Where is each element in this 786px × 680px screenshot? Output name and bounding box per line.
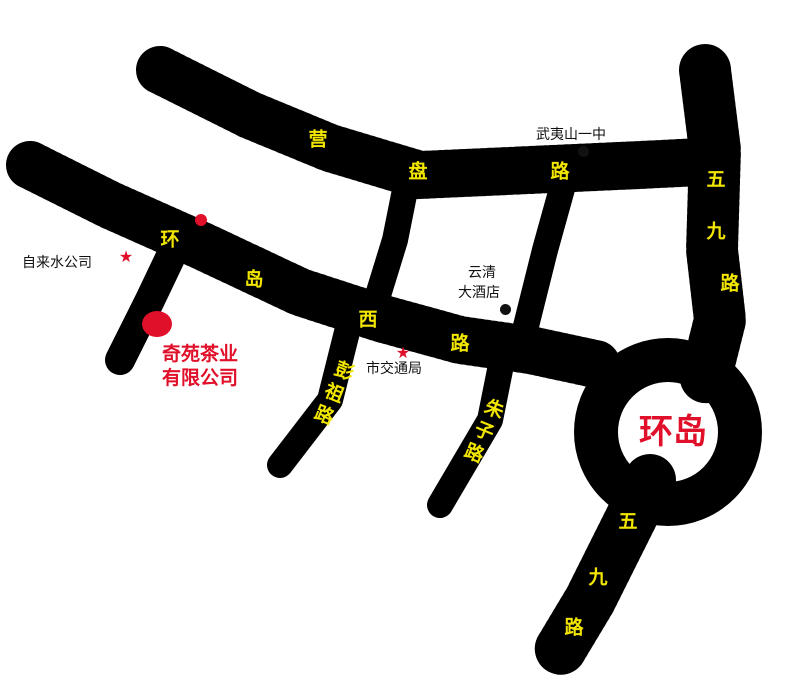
poi-traffic-star-icon: ★ xyxy=(395,343,411,362)
poi-water-label: 自来水公司 xyxy=(22,255,92,271)
poi-tea-company-line1: 奇苑茶业 xyxy=(162,343,239,365)
poi-hotel-label-1: 云清 xyxy=(468,265,496,281)
road-label-wujiu-s-1: 五 xyxy=(618,510,638,533)
road-zhuzi xyxy=(427,332,518,518)
road-label-huandaoxi-2: 岛 xyxy=(244,268,264,291)
poi-hotel-dot xyxy=(500,304,511,315)
roundabout-label: 环岛 xyxy=(639,412,707,452)
poi-tea-company-line2: 有限公司 xyxy=(162,366,239,389)
road-label-yingpan-3: 路 xyxy=(550,160,570,183)
road-label-wujiu-n-2: 九 xyxy=(706,220,726,243)
road-label-wujiu-n-3: 路 xyxy=(720,272,740,295)
road-label-huandaoxi-1: 环 xyxy=(160,228,180,251)
road-label-yingpan-1: 营 xyxy=(308,128,328,151)
poi-water-star-icon: ★ xyxy=(118,247,134,266)
road-pengzu xyxy=(267,307,363,478)
roundabout-ring xyxy=(574,338,762,526)
poi-red-dot xyxy=(195,214,207,226)
poi-tea-company-marker xyxy=(142,311,172,337)
poi-hotel-label-2: 大酒店 xyxy=(458,285,500,301)
road-label-yingpan-2: 盘 xyxy=(408,160,428,183)
road-label-wujiu-n-1: 五 xyxy=(706,168,726,191)
road-label-wujiu-s-3: 路 xyxy=(564,616,584,639)
poi-traffic-label: 市交通局 xyxy=(366,361,422,377)
road-label-wujiu-s-2: 九 xyxy=(588,566,608,589)
road-branch-tea xyxy=(105,243,185,375)
road-connector-west xyxy=(362,162,421,318)
poi-school-dot xyxy=(578,146,589,157)
poi-tea-company-label: 奇苑茶业 有限公司 xyxy=(162,343,238,391)
road-connector-east xyxy=(512,165,578,343)
road-label-huandaoxi-4: 路 xyxy=(450,332,470,355)
poi-school-label: 武夷山一中 xyxy=(536,127,606,143)
road-label-huandaoxi-3: 西 xyxy=(358,308,378,331)
